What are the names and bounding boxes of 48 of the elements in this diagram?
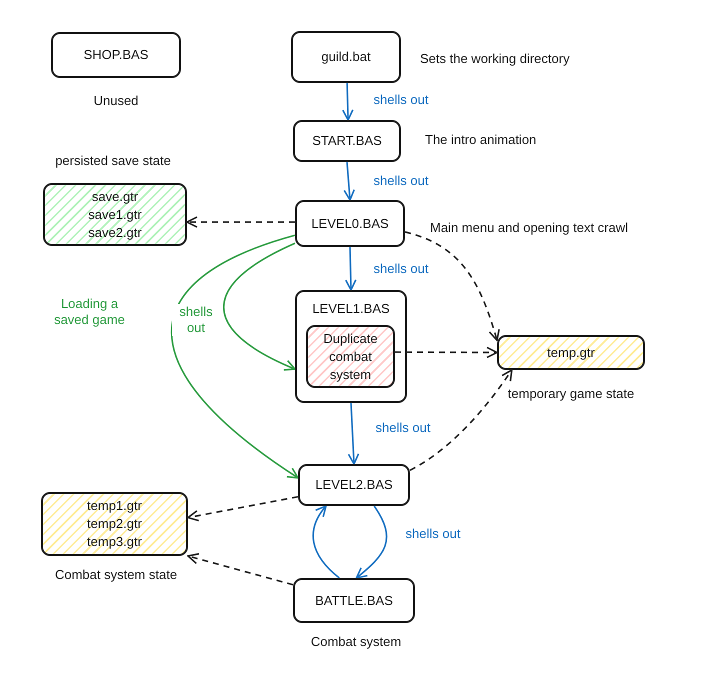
- arrow: [312, 505, 340, 579]
- file-name: temp.gtr: [547, 344, 595, 362]
- file-name: save.gtr: [92, 188, 138, 206]
- annotation-text: persisted save state: [55, 152, 171, 169]
- file-name: guild.bat: [321, 48, 371, 66]
- file-name: LEVEL1.BAS: [312, 300, 390, 318]
- file-box: [295, 200, 405, 247]
- annotation-text: Combat system: [310, 633, 402, 650]
- dashed-arrow: [187, 496, 298, 522]
- file-name: LEVEL2.BAS: [315, 476, 393, 494]
- file-name: temp1.gtr: [87, 497, 142, 515]
- annotation-text: The intro animation: [425, 131, 536, 148]
- container-box: [295, 290, 407, 403]
- file-name: temp2.gtr: [87, 515, 142, 533]
- arrow: [356, 506, 388, 579]
- annotation-text: Sets the working directory: [420, 50, 570, 67]
- file-box: [51, 32, 181, 78]
- dashed-arrow: [404, 231, 500, 342]
- annotation-text: Combat system state: [54, 566, 178, 583]
- file-box: [291, 31, 401, 83]
- storage-box: [41, 492, 188, 556]
- arrow: [171, 234, 299, 479]
- arrow: [344, 246, 357, 291]
- dashed-arrow: [410, 369, 513, 471]
- storage-box: [497, 335, 645, 370]
- arrow: [348, 402, 360, 465]
- arrow: [343, 162, 355, 201]
- subsystem-box: [306, 325, 395, 388]
- file-name: BATTLE.BAS: [315, 592, 393, 610]
- dashed-arrow: [186, 216, 295, 228]
- annotation-text: Unused: [94, 92, 138, 109]
- dashed-arrow: [187, 553, 294, 586]
- annotation-text: Main menu and opening text crawl: [430, 219, 628, 236]
- arrow: [342, 82, 354, 121]
- file-name: LEVEL0.BAS: [311, 214, 389, 232]
- file-name: save1.gtr: [88, 206, 142, 224]
- file-box: [293, 578, 415, 623]
- file-name: temp3.gtr: [87, 533, 142, 551]
- file-name: save2.gtr: [88, 224, 142, 242]
- storage-box: [43, 183, 187, 246]
- file-name: START.BAS: [312, 132, 382, 150]
- arrow: [223, 242, 296, 370]
- annotation-text: temporary game state: [508, 385, 634, 402]
- file-box: [298, 464, 410, 506]
- dashed-arrow: [395, 346, 498, 358]
- file-name: Duplicate combat system: [322, 330, 379, 384]
- file-box: [293, 120, 401, 162]
- file-name: SHOP.BAS: [84, 46, 148, 64]
